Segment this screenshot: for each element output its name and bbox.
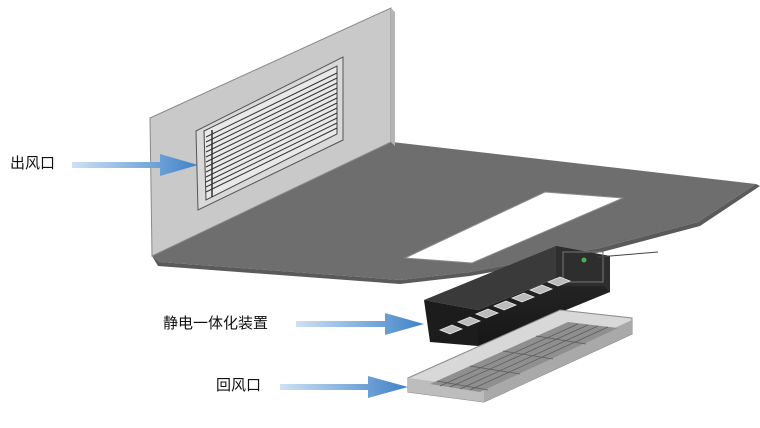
arrow-device bbox=[296, 313, 424, 335]
outlet-grille bbox=[195, 56, 344, 211]
ceiling-opening bbox=[403, 191, 624, 264]
arrow-outlet bbox=[72, 154, 198, 176]
electrostatic-device bbox=[424, 246, 659, 346]
ceiling-slab bbox=[152, 142, 760, 284]
arrow-return bbox=[280, 376, 408, 398]
return-grille bbox=[407, 309, 633, 403]
outlet-label: 出风口 bbox=[10, 154, 56, 172]
return-label: 回风口 bbox=[216, 376, 262, 394]
device-label: 静电一体化装置 bbox=[163, 314, 269, 332]
